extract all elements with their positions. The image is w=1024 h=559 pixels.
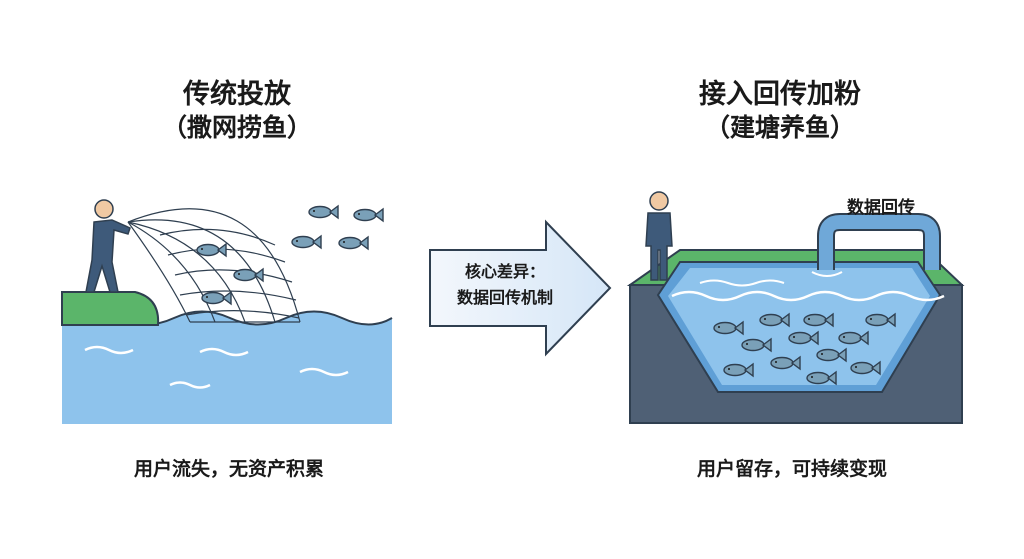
- left-title-text: 传统投放: [183, 79, 291, 110]
- arrow-label-line1: 核心差异：: [464, 262, 545, 281]
- left-title: 传统投放 （撒网捞鱼）: [87, 78, 387, 144]
- right-caption: 用户留存，可持续变现: [696, 458, 887, 480]
- right-subtitle: （建塘养鱼）: [704, 113, 855, 142]
- right-title: 接入回传加粉 （建塘养鱼）: [630, 78, 930, 144]
- grass-ledge: [61, 291, 160, 326]
- sea-scene: [61, 199, 393, 424]
- left-caption: 用户流失，无资产积累: [133, 458, 324, 480]
- comparison-arrow: [429, 219, 612, 357]
- pond-scene: [626, 191, 965, 424]
- left-subtitle: （撒网捞鱼）: [161, 113, 312, 142]
- data-pipe: [811, 213, 941, 277]
- right-title-text: 接入回传加粉: [699, 79, 861, 110]
- arrow-label-line2: 数据回传机制: [456, 288, 553, 307]
- fishing-net: [127, 208, 301, 323]
- fisherman-icon: [85, 199, 131, 293]
- pipe-label: 数据回传: [847, 198, 915, 218]
- arrow-label: 核心差异： 数据回传机制: [430, 259, 580, 311]
- person-icon: [645, 191, 673, 281]
